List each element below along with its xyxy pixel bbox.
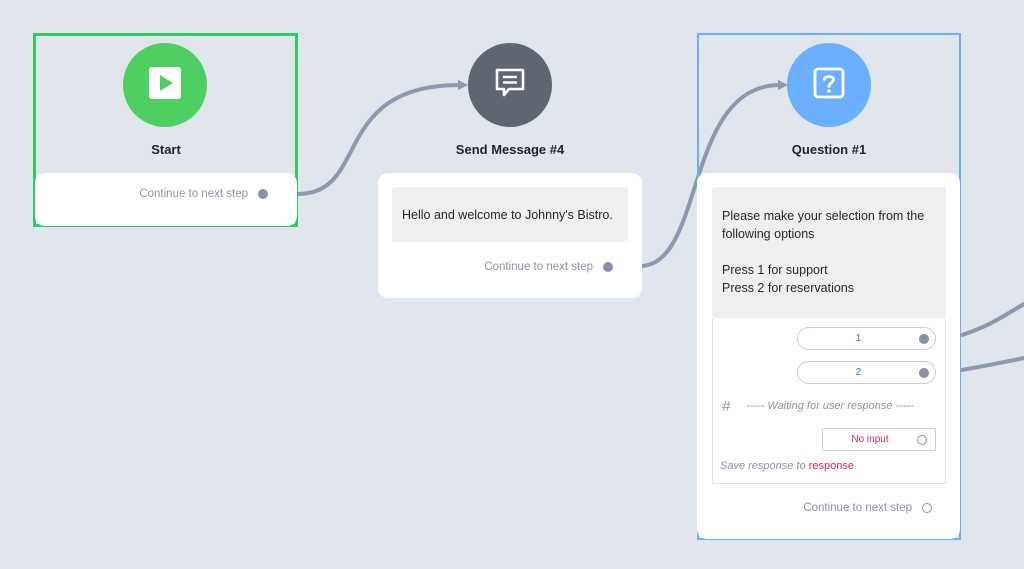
question-prompt-box: Please make your selection from the foll… bbox=[712, 187, 946, 318]
connector-start-to-message bbox=[296, 83, 462, 196]
no-input-connector-dot[interactable] bbox=[917, 434, 927, 445]
question-title: Question #1 bbox=[791, 142, 867, 157]
send-message-text: Hello and welcome to Johnny's Bistro. bbox=[402, 208, 613, 222]
arrowhead-question bbox=[778, 80, 788, 90]
connector-choice-1-out bbox=[960, 302, 1024, 337]
question-option-text-2: Press 2 for reservations bbox=[722, 281, 854, 295]
choice-label-1: 1 bbox=[855, 333, 862, 344]
send-message-icon-circle[interactable] bbox=[468, 43, 552, 127]
question-prompt-line-2: following options bbox=[722, 227, 815, 241]
message-icon bbox=[492, 65, 528, 106]
send-message-text-box: Hello and welcome to Johnny's Bistro. bbox=[392, 187, 628, 242]
question-icon bbox=[812, 66, 846, 105]
send-message-title: Send Message #4 bbox=[455, 142, 565, 157]
start-continue[interactable]: Continue to next step bbox=[139, 188, 268, 200]
choice-pill-2[interactable]: 2 bbox=[797, 361, 936, 384]
question-prompt-line-1: Please make your selection from the bbox=[722, 209, 925, 223]
play-icon bbox=[148, 66, 182, 105]
no-input-pill[interactable]: No input bbox=[822, 428, 936, 451]
hash-icon: # bbox=[722, 398, 731, 415]
question-connector-dot[interactable] bbox=[922, 503, 932, 513]
connector-message-to-question bbox=[640, 83, 782, 268]
save-response-line: Save response to response bbox=[720, 460, 854, 472]
choice-2-connector-dot[interactable] bbox=[919, 367, 929, 378]
choice-label-2: 2 bbox=[855, 367, 862, 378]
question-icon-circle[interactable] bbox=[787, 43, 871, 127]
start-node-card[interactable] bbox=[35, 173, 297, 226]
choice-1-connector-dot[interactable] bbox=[919, 333, 929, 344]
send-message-connector-dot[interactable] bbox=[603, 262, 613, 272]
send-message-continue-label: Continue to next step bbox=[484, 261, 593, 273]
arrowhead-message bbox=[458, 80, 468, 90]
connector-choice-2-out bbox=[960, 356, 1024, 372]
save-response-variable[interactable]: response bbox=[808, 460, 854, 472]
question-option-text-1: Press 1 for support bbox=[722, 263, 828, 277]
start-node-icon-circle[interactable] bbox=[123, 43, 207, 127]
waiting-for-response-text: ----- Waiting for user response ----- bbox=[746, 400, 914, 412]
send-message-continue[interactable]: Continue to next step bbox=[484, 261, 613, 273]
start-continue-label: Continue to next step bbox=[139, 188, 248, 200]
question-continue[interactable]: Continue to next step bbox=[803, 502, 932, 514]
choice-pill-1[interactable]: 1 bbox=[797, 327, 936, 350]
start-connector-dot[interactable] bbox=[258, 189, 268, 199]
start-node-title: Start bbox=[151, 142, 181, 157]
save-response-prefix: Save response to bbox=[720, 460, 806, 472]
question-continue-label: Continue to next step bbox=[803, 502, 912, 514]
no-input-label: No input bbox=[851, 434, 889, 445]
